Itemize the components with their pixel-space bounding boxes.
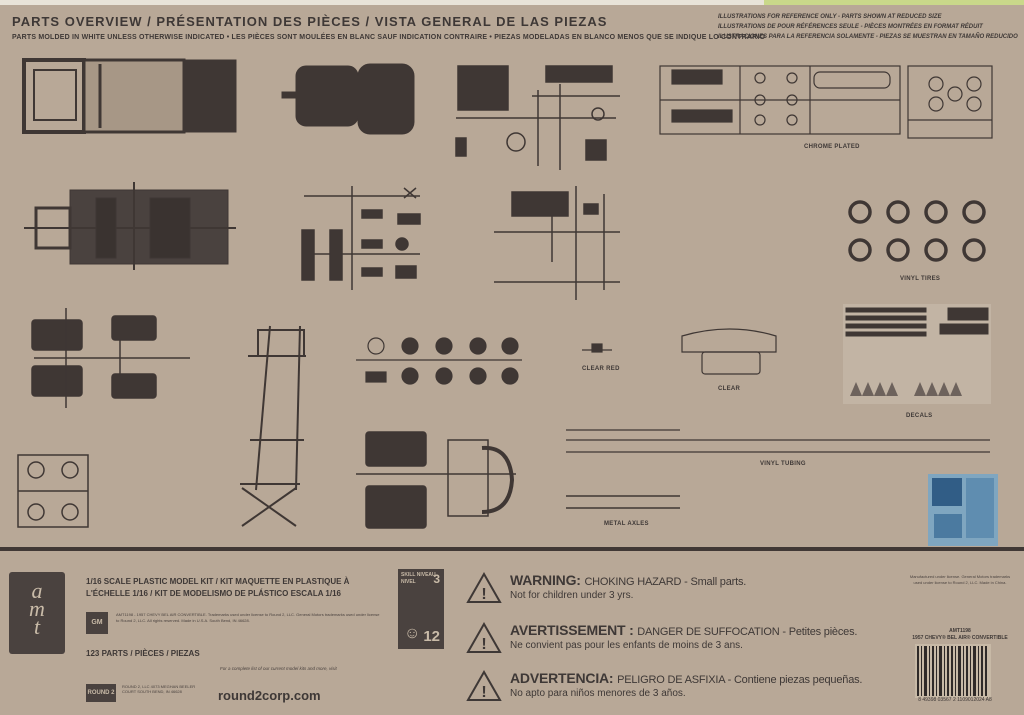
warning-triangle-icon: ! <box>466 622 502 653</box>
reference-note-fr: ILLUSTRATIONS DE POUR RÉFÉRENCES SEULE -… <box>718 24 983 30</box>
decal-sheet <box>843 304 991 404</box>
legal-text: AMT1198 - 1957 CHEVY BEL AIR CONVERTIBLE… <box>116 612 380 623</box>
gm-logo: GM <box>86 612 108 634</box>
barcode <box>915 644 991 698</box>
svg-text:!: ! <box>481 684 486 701</box>
chassis-sprue-a <box>455 65 620 170</box>
clear-label: CLEAR <box>718 386 741 392</box>
photo-etch-sheet <box>928 474 998 546</box>
website-note: For a complete list of our current model… <box>220 666 337 671</box>
reference-note-es: ILUSTRACIONES PARA LA REFERENCIA SOLAMEN… <box>718 34 1018 40</box>
svg-text:!: ! <box>481 586 486 603</box>
round2-logo: ROUND 2 <box>86 684 116 702</box>
tires-label: VINYL TIRES <box>900 276 941 282</box>
frame-part <box>24 182 236 270</box>
warning-triangle-icon: ! <box>466 572 502 603</box>
chassis-sprue-b <box>301 186 421 290</box>
page-title: PARTS OVERVIEW / PRÉSENTATION DES PIÈCES… <box>12 14 608 29</box>
tubing-label: VINYL TUBING <box>760 461 806 467</box>
ladder-frame <box>240 325 306 527</box>
fender-parts <box>31 308 190 408</box>
engine-part <box>281 63 415 135</box>
decals-label: DECALS <box>906 413 933 419</box>
clear-windshield <box>681 328 777 375</box>
vinyl-tubing <box>566 429 990 453</box>
top-edge <box>0 0 1024 5</box>
website-link[interactable]: round2corp.com <box>218 688 321 703</box>
seat-parts <box>356 431 516 529</box>
section-divider <box>0 547 1024 551</box>
svg-text:!: ! <box>481 636 486 653</box>
clear-red-label: CLEAR RED <box>582 366 620 372</box>
clear-red-part <box>582 343 612 353</box>
parts-count: 123 PARTS / PIÈCES / PIEZAS <box>86 649 200 658</box>
kit-description: 1/16 SCALE PLASTIC MODEL KIT / KIT MAQUE… <box>86 577 350 598</box>
axles-label: METAL AXLES <box>604 521 649 527</box>
barcode-number: 8 49398 03567 2 1109012024 A8 <box>918 697 992 703</box>
chassis-sprue-c <box>494 186 620 300</box>
skill-level-badge: SKILL NIVEAU NIVEL 3 ☺ 12 <box>398 569 444 649</box>
reference-note-en: ILLUSTRATIONS FOR REFERENCE ONLY - PARTS… <box>718 14 942 20</box>
model-number: AMT1198 1957 CHEVY® BEL AIR® CONVERTIBLE <box>912 628 1008 641</box>
chrome-sprue <box>659 65 993 139</box>
amt-logo: a m t <box>9 572 65 654</box>
vinyl-tires <box>848 200 986 262</box>
page-subtitle: PARTS MOLDED IN WHITE UNLESS OTHERWISE I… <box>12 34 766 41</box>
address: ROUND 2, LLC 4073 MEGHAN BEELER COURT SO… <box>122 684 196 694</box>
chrome-label: CHROME PLATED <box>804 144 860 150</box>
metal-axles <box>566 495 680 509</box>
warning-triangle-icon: ! <box>466 670 502 701</box>
wheel-sprue <box>356 337 522 385</box>
manufacturer-info: Manufactured under license. General Moto… <box>909 574 1011 585</box>
gauge-sprue <box>17 454 89 528</box>
body-part <box>22 58 237 134</box>
